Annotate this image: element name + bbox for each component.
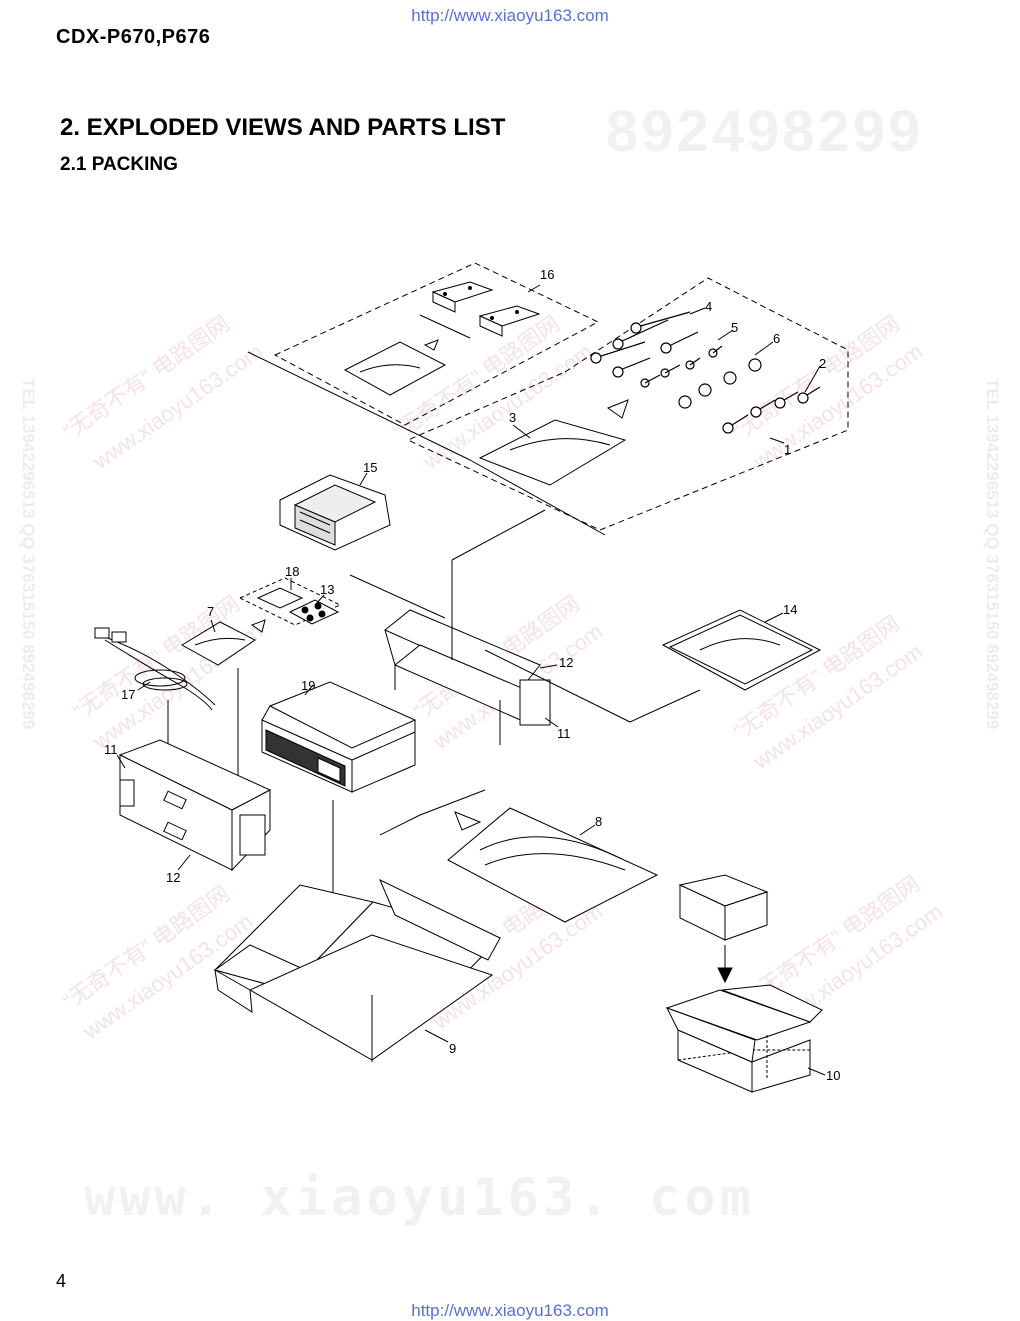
part-19-main-unit — [261, 681, 417, 793]
watermark-side-left: TEL 13942296513 QQ 376315150 892498299 — [19, 378, 38, 730]
part-label-12-right: 12 — [559, 655, 573, 670]
part-label-7: 7 — [207, 604, 214, 619]
part-label-3: 3 — [509, 410, 516, 425]
part-label-13: 13 — [320, 582, 334, 597]
watermark-bottom-url: www. xiaoyu163. com — [84, 1168, 755, 1228]
page-number: 4 — [56, 1271, 67, 1291]
source-url-bottom: http://www.xiaoyu163.com — [411, 1301, 609, 1320]
part-18-13-sheets — [238, 577, 342, 626]
part-label-11-right: 11 — [557, 726, 571, 741]
part-label-17: 17 — [121, 687, 135, 702]
part-label-4: 4 — [705, 299, 712, 314]
part-label-16: 16 — [540, 267, 554, 282]
part-10-carton — [665, 874, 823, 1093]
part-label-14: 14 — [783, 602, 797, 617]
part-label-8: 8 — [595, 814, 602, 829]
part-label-19: 19 — [301, 678, 315, 693]
part-labels: 1 2 3 4 5 6 7 8 9 10 11 11 12 12 13 14 1… — [104, 267, 840, 1083]
section-subtitle: 2.1 PACKING — [60, 154, 178, 175]
part-label-5: 5 — [731, 320, 738, 335]
part-14-sheet — [484, 609, 822, 723]
part-label-6: 6 — [773, 331, 780, 346]
part-label-2: 2 — [819, 356, 826, 371]
part-3-bag — [478, 399, 629, 486]
part-9-carton — [213, 878, 501, 1062]
part-11-12-cushion-left — [118, 739, 272, 872]
part-label-12-left: 12 — [166, 870, 180, 885]
part-17-harness — [94, 627, 216, 711]
screw-group-outline — [406, 277, 849, 531]
part-15-cover — [279, 474, 391, 551]
part-16-bag — [343, 339, 447, 396]
part-8-bag — [379, 789, 659, 923]
section-title: 2. EXPLODED VIEWS AND PARTS LIST — [60, 114, 506, 141]
part-label-1: 1 — [784, 442, 791, 457]
part-label-18: 18 — [285, 564, 299, 579]
source-url-top: http://www.xiaoyu163.com — [411, 6, 609, 25]
part-12-11-cushion-right — [384, 509, 551, 745]
part-label-11-left: 11 — [104, 742, 118, 757]
part-label-9: 9 — [449, 1041, 456, 1056]
part-16-brackets — [419, 281, 541, 339]
part-label-10: 10 — [826, 1068, 840, 1083]
screws-group — [590, 311, 821, 434]
part-7-bag — [181, 619, 266, 666]
watermark-side-right: TEL 13942296513 QQ 376315150 892498299 — [983, 378, 1002, 730]
part-label-15: 15 — [363, 460, 377, 475]
model-number: CDX-P670,P676 — [56, 26, 211, 48]
watermark-number: 892498299 — [606, 99, 924, 164]
accessory-group-outline — [273, 262, 600, 426]
